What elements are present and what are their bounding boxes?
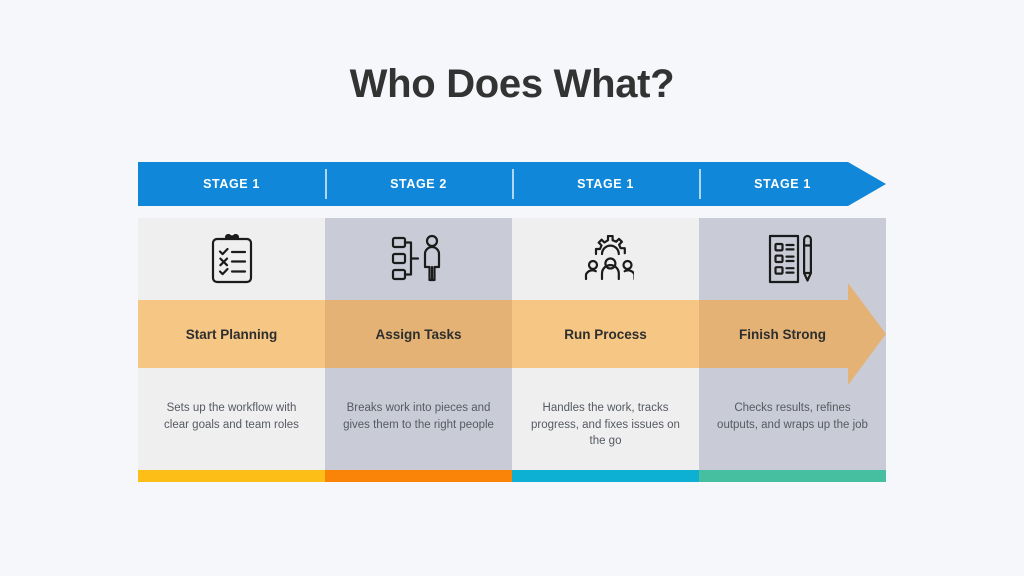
stage-title-label-4: Finish Strong — [739, 326, 826, 342]
accent-bar-4 — [699, 470, 886, 482]
clipboard-checklist-icon — [138, 218, 325, 300]
description-3: Handles the work, tracks progress, and f… — [531, 402, 680, 448]
stage-label-1: STAGE 1 — [203, 177, 260, 191]
description-4: Checks results, refines outputs, and wra… — [717, 402, 868, 431]
band-labels: Start Planning Assign Tasks Run Process … — [138, 300, 886, 368]
process-diagram: STAGE 1 STAGE 2 STAGE 1 STAGE 1 — [138, 162, 886, 486]
stage-cells: STAGE 1 STAGE 2 STAGE 1 STAGE 1 — [138, 162, 886, 206]
stage-cell-3[interactable]: STAGE 1 — [512, 162, 699, 206]
org-chart-person-icon — [325, 218, 512, 300]
stage-title-label-2: Assign Tasks — [375, 326, 462, 342]
accent-bars — [138, 470, 886, 482]
stage-title-1[interactable]: Start Planning — [138, 300, 325, 368]
descriptions-row: Sets up the workflow with clear goals an… — [138, 386, 886, 470]
stage-title-band: Start Planning Assign Tasks Run Process … — [138, 283, 886, 385]
gear-team-icon — [512, 218, 699, 300]
stage-bar-body — [138, 162, 848, 206]
stage-cell-1[interactable]: STAGE 1 — [138, 162, 325, 206]
accent-bar-1 — [138, 470, 325, 482]
document-pen-icon — [699, 218, 886, 300]
description-2: Breaks work into pieces and gives them t… — [343, 402, 494, 431]
stage-header-bar: STAGE 1 STAGE 2 STAGE 1 STAGE 1 — [138, 162, 886, 206]
stage-label-3: STAGE 1 — [577, 177, 634, 191]
stage-title-2[interactable]: Assign Tasks — [325, 300, 512, 368]
page-title: Who Does What? — [349, 62, 675, 106]
stage-title-label-1: Start Planning — [185, 326, 278, 342]
stage-title-4[interactable]: Finish Strong — [699, 300, 886, 368]
stage-label-2: STAGE 2 — [390, 177, 447, 191]
stage-cell-2[interactable]: STAGE 2 — [325, 162, 512, 206]
description-1: Sets up the workflow with clear goals an… — [164, 402, 299, 431]
stage-bar-arrow-tip — [848, 162, 886, 206]
stage-title-3[interactable]: Run Process — [512, 300, 699, 368]
stage-label-4: STAGE 1 — [754, 177, 811, 191]
accent-bar-3 — [512, 470, 699, 482]
accent-bar-2 — [325, 470, 512, 482]
stage-title-label-3: Run Process — [564, 326, 647, 342]
stage-cell-4[interactable]: STAGE 1 — [699, 162, 886, 206]
